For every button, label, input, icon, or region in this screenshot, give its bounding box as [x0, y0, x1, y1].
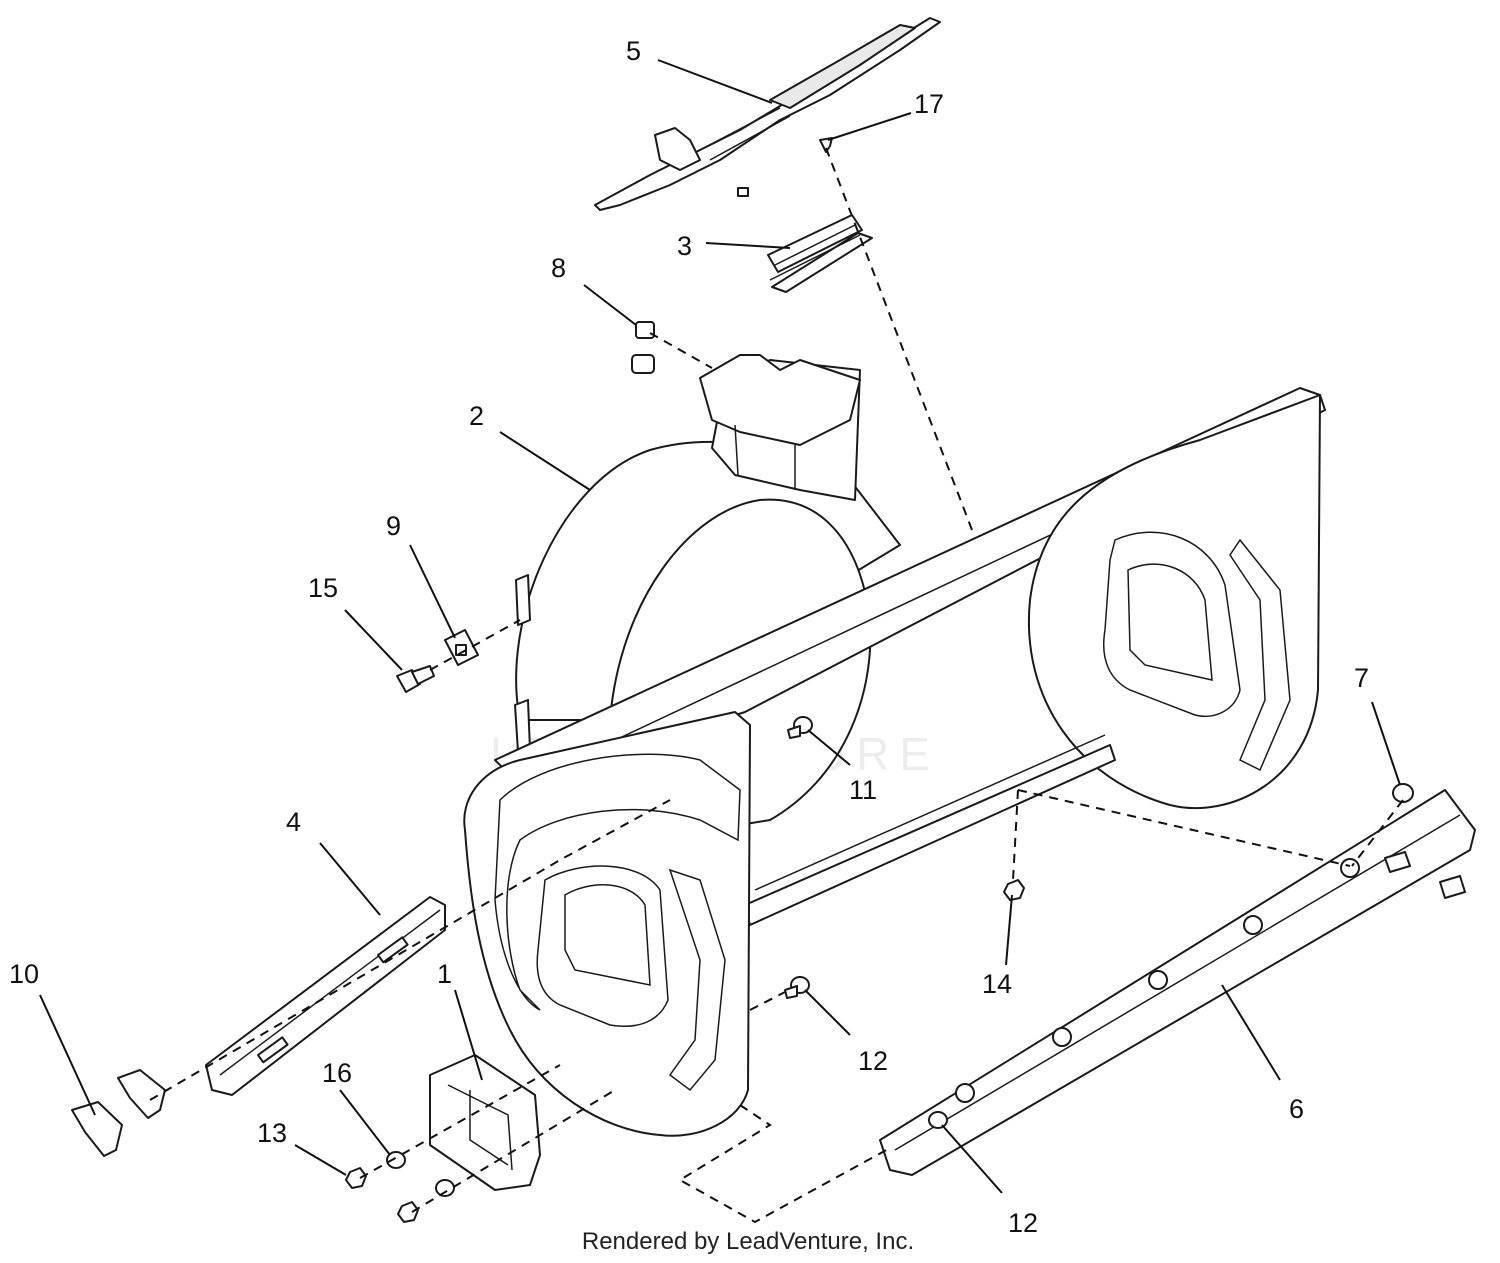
callout-13: 13 [257, 1118, 287, 1148]
callout-12-upper: 12 [858, 1046, 888, 1076]
part-17-pin [819, 137, 833, 153]
part-5-chute-deflector [594, 17, 941, 211]
part-13-nuts [345, 1167, 419, 1223]
part-11-bolt [787, 716, 813, 739]
callout-8: 8 [551, 253, 566, 283]
callout-12-lower: 12 [1008, 1208, 1038, 1238]
part-12-bolt-lower [928, 1111, 948, 1129]
part-16-washers [386, 1151, 455, 1197]
part-14-nut [1003, 879, 1025, 901]
part-10-wing-knobs [71, 1069, 166, 1157]
callout-5: 5 [626, 36, 641, 66]
callout-17: 17 [914, 89, 944, 119]
callout-7: 7 [1354, 663, 1369, 693]
part-6-shave-plate [879, 789, 1476, 1176]
callout-1: 1 [437, 959, 452, 989]
part-12-bolt-upper [784, 976, 810, 999]
callout-3: 3 [677, 231, 692, 261]
part-15-bolt [396, 665, 435, 693]
part-4-scraper-bar [205, 896, 446, 1096]
callout-4: 4 [286, 807, 301, 837]
part-7-carriage-bolt [1392, 783, 1414, 803]
callout-14: 14 [982, 969, 1012, 999]
render-credit: Rendered by LeadVenture, Inc. [581, 1228, 915, 1255]
callout-11: 11 [849, 775, 877, 805]
leader-lines [39, 59, 1401, 1194]
callout-15: 15 [308, 573, 338, 603]
assembly-lines [149, 147, 1404, 1224]
part-3-bracket [767, 214, 873, 293]
callout-16: 16 [322, 1058, 352, 1088]
callout-6: 6 [1289, 1094, 1304, 1124]
part-1-skid-shoe [429, 1054, 541, 1191]
part-9-clip [444, 629, 479, 666]
callout-2: 2 [469, 401, 484, 431]
part-8-bolts [631, 321, 655, 374]
callout-9: 9 [386, 511, 401, 541]
housing-frame [463, 387, 1326, 1137]
callout-10: 10 [9, 959, 39, 989]
callout-labels: 5 17 3 8 2 9 15 7 11 4 10 1 14 12 16 6 1… [9, 36, 1369, 1238]
